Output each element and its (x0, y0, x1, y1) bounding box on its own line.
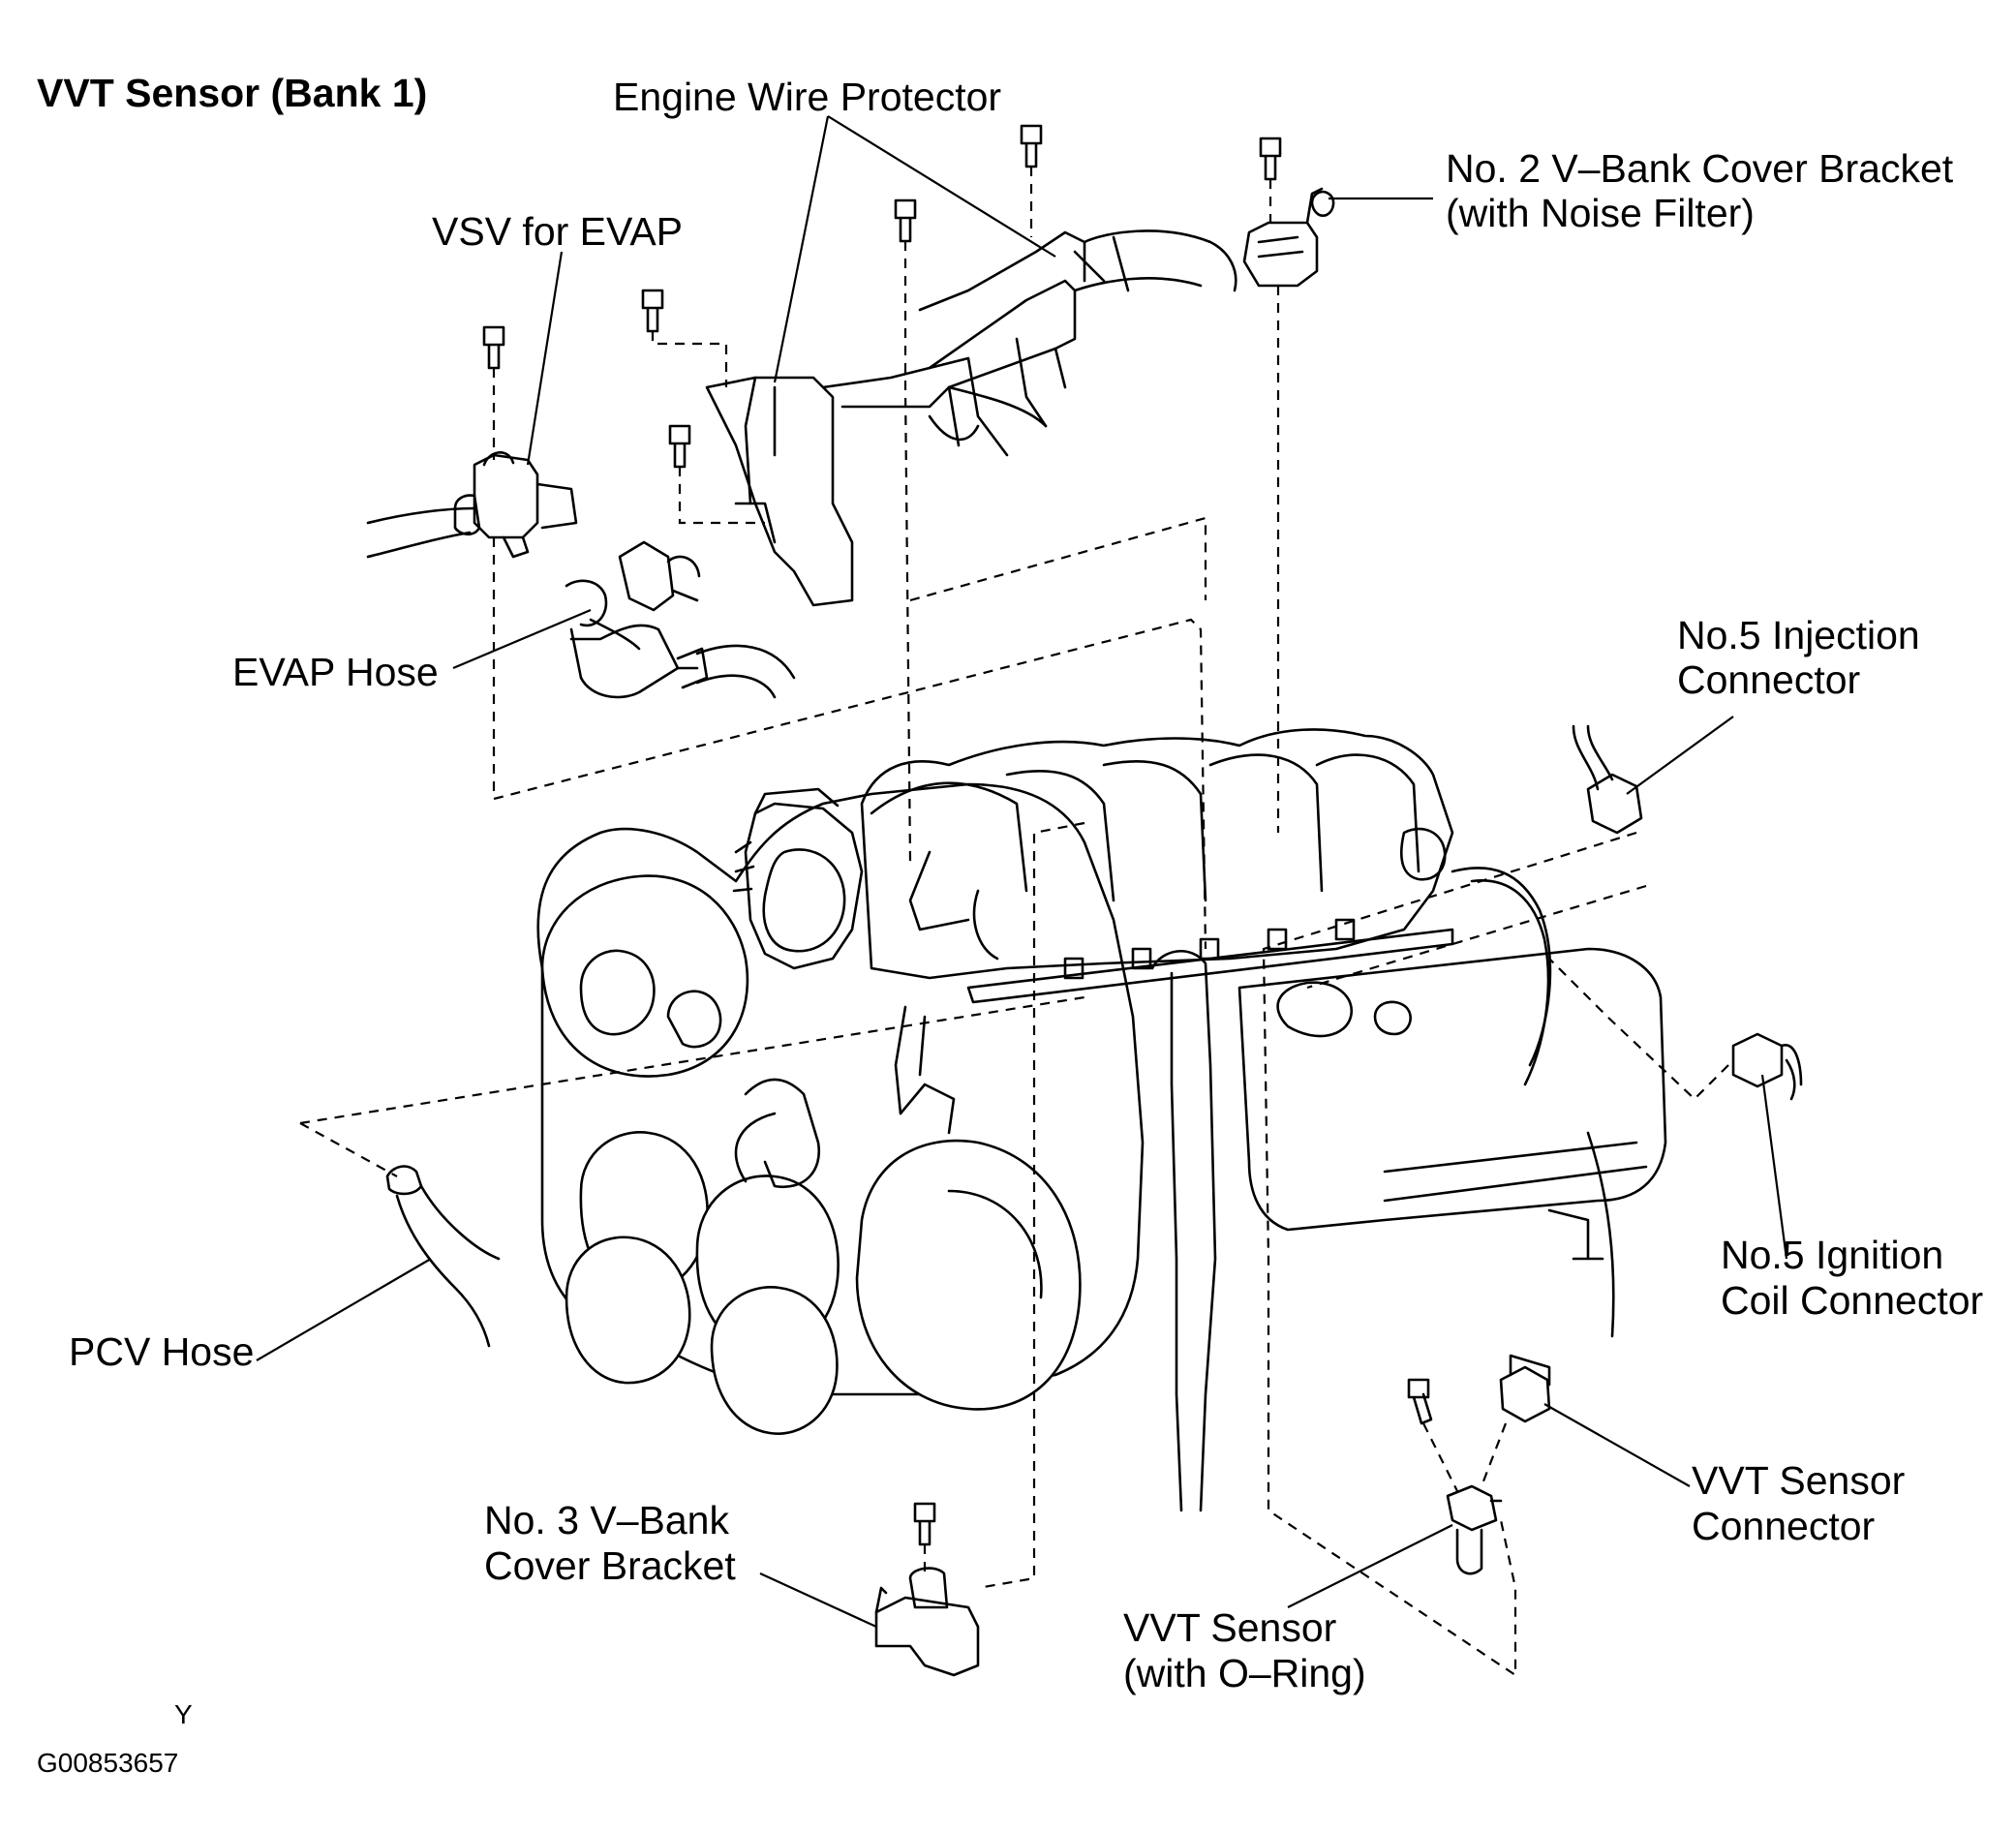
vvt-connector-illustration (1499, 1354, 1551, 1423)
label-no2-bracket-line1: No. 2 V–Bank Cover Bracket (1446, 146, 1954, 191)
label-evap-hose: EVAP Hose (232, 650, 439, 694)
vsv-evap-illustration (366, 451, 796, 699)
engine-block-illustration (536, 728, 1667, 1512)
bolt-icon (894, 198, 917, 243)
bolt-icon (1020, 124, 1043, 168)
no3-bracket-illustration (874, 1567, 980, 1677)
no5-ignition-connector-illustration (1731, 1032, 1803, 1101)
vvt-sensor-illustration (1446, 1484, 1503, 1575)
corner-mark: Y (174, 1699, 193, 1729)
bolt-icon (482, 325, 505, 370)
no5-injection-connector-illustration (1572, 724, 1643, 835)
label-no5-injection-line1: No.5 Injection (1677, 613, 1920, 657)
bolt-icon (1407, 1378, 1433, 1425)
label-no5-ignition-line1: No.5 Ignition (1721, 1233, 1944, 1277)
label-no2-bracket-line2: (with Noise Filter) (1446, 191, 1755, 235)
no2-bracket-illustration (1242, 187, 1433, 288)
bolt-icon (913, 1502, 936, 1546)
label-no5-injection-line2: Connector (1677, 657, 1861, 702)
label-engine-wire-protector: Engine Wire Protector (613, 75, 1002, 119)
label-no3-bracket-line2: Cover Bracket (484, 1543, 736, 1588)
bolt-icon (641, 289, 664, 333)
label-no3-bracket-line1: No. 3 V–Bank (484, 1498, 729, 1542)
figure-id: G00853657 (37, 1748, 179, 1778)
label-no5-ignition-line2: Coil Connector (1721, 1278, 1984, 1323)
assembly-dashed-lines (299, 167, 1729, 1678)
label-vvt-connector-line1: VVT Sensor (1692, 1458, 1906, 1503)
bolt-icon (668, 424, 691, 469)
bolt-icon (1259, 137, 1282, 181)
label-leader-lines (256, 115, 1788, 1628)
label-vvt-sensor-line2: (with O–Ring) (1123, 1651, 1366, 1695)
engine-wire-protector-illustration (705, 229, 1237, 607)
diagram-title: VVT Sensor (Bank 1) (37, 71, 428, 115)
pcv-hose-illustration (385, 1165, 501, 1348)
label-vsv-for-evap: VSV for EVAP (432, 209, 684, 254)
label-pcv-hose: PCV Hose (69, 1329, 255, 1374)
label-vvt-sensor-line1: VVT Sensor (1123, 1605, 1337, 1650)
label-vvt-connector-line2: Connector (1692, 1504, 1876, 1548)
